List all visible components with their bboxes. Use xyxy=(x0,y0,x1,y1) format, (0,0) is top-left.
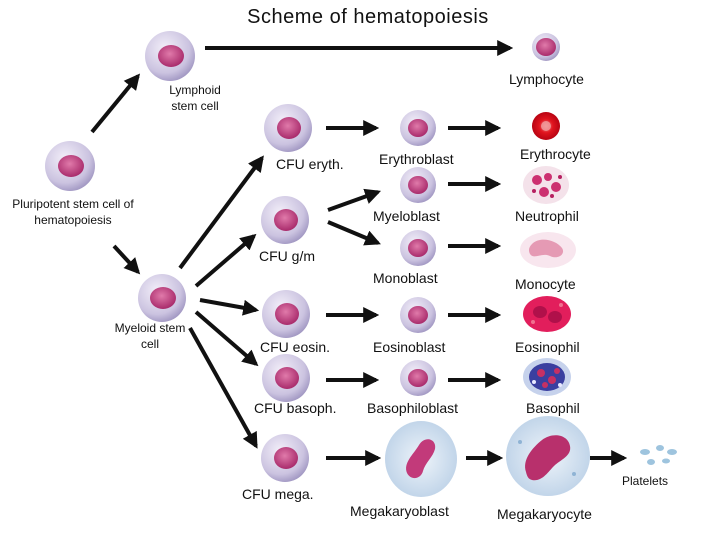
cell-erythroblast xyxy=(400,110,436,146)
diagram-title: Scheme of hematopoiesis xyxy=(247,6,489,28)
label-cfu-gm: CFU g/m xyxy=(259,248,315,264)
label-erythrocyte: Erythrocyte xyxy=(520,146,591,162)
cell-lymphoid-stem xyxy=(145,31,195,81)
cell-megakaryocyte xyxy=(506,416,590,496)
label-cfu-mega: CFU mega. xyxy=(242,486,314,502)
cell-myeloid-stem xyxy=(138,274,186,322)
platelets-icon xyxy=(640,445,677,465)
cell-lymphocyte xyxy=(532,33,560,61)
arrow-cfu-gm-to-monoblast xyxy=(327,220,381,246)
arrow-pluripotent-to-myeloid xyxy=(112,244,141,275)
cell-cfu-eosin xyxy=(262,290,310,338)
arrow-pluripotent-to-lymphoid xyxy=(90,73,141,134)
label-myeloid: Myeloid stem cell xyxy=(114,321,186,351)
cell-cfu-basoph xyxy=(262,354,310,402)
cell-erythrocyte xyxy=(532,112,560,140)
arrow-myeloid-to-cfu-gm xyxy=(194,233,257,288)
cell-basophil xyxy=(523,358,571,396)
cell-eosinoblast xyxy=(400,297,436,333)
arrow-myeloid-to-cfu-eosin xyxy=(199,298,260,316)
cell-megakaryoblast xyxy=(385,421,457,497)
label-monocyte: Monocyte xyxy=(515,276,576,292)
cell-myeloblast xyxy=(400,167,436,203)
label-megakaryocyte: Megakaryocyte xyxy=(497,506,592,522)
arrow-myeloid-to-cfu-basoph xyxy=(194,310,259,367)
label-platelets: Platelets xyxy=(622,474,669,488)
label-cfu-basoph: CFU basoph. xyxy=(254,400,337,416)
cell-cfu-mega xyxy=(261,434,309,482)
cell-eosinophil xyxy=(523,296,571,332)
cell-monocyte xyxy=(520,232,576,268)
cell-cfu-gm xyxy=(261,196,309,244)
label-megakaryoblast: Megakaryoblast xyxy=(350,503,449,519)
label-lymphoid: Lymphoid stem cell xyxy=(169,83,221,113)
cell-cfu-eryth xyxy=(264,104,312,152)
arrow-myeloid-to-cfu-mega xyxy=(188,327,258,449)
label-eosinoblast: Eosinoblast xyxy=(373,339,446,355)
label-cfu-eryth: CFU eryth. xyxy=(276,156,344,172)
arrow-cfu-gm-to-myeloblast xyxy=(327,188,382,212)
label-monoblast: Monoblast xyxy=(373,270,438,286)
label-eosinophil: Eosinophil xyxy=(515,339,580,355)
cell-basophiloblast xyxy=(400,360,436,396)
label-basophiloblast: Basophiloblast xyxy=(367,400,459,416)
arrows xyxy=(90,40,628,466)
label-cfu-eosin: CFU eosin. xyxy=(260,339,331,355)
cell-neutrophil xyxy=(523,166,569,204)
label-pluripotent: Pluripotent stem cell of hematopoiesis xyxy=(12,197,134,227)
cell-monoblast xyxy=(400,230,436,266)
label-lymphocyte: Lymphocyte xyxy=(509,71,584,87)
cell-pluripotent-stem xyxy=(45,141,95,191)
label-neutrophil: Neutrophil xyxy=(515,208,579,224)
arrow-myeloid-to-cfu-eryth xyxy=(178,155,264,270)
label-basophil: Basophil xyxy=(526,400,580,416)
label-erythroblast: Erythroblast xyxy=(379,151,454,167)
label-myeloblast: Myeloblast xyxy=(373,208,440,224)
